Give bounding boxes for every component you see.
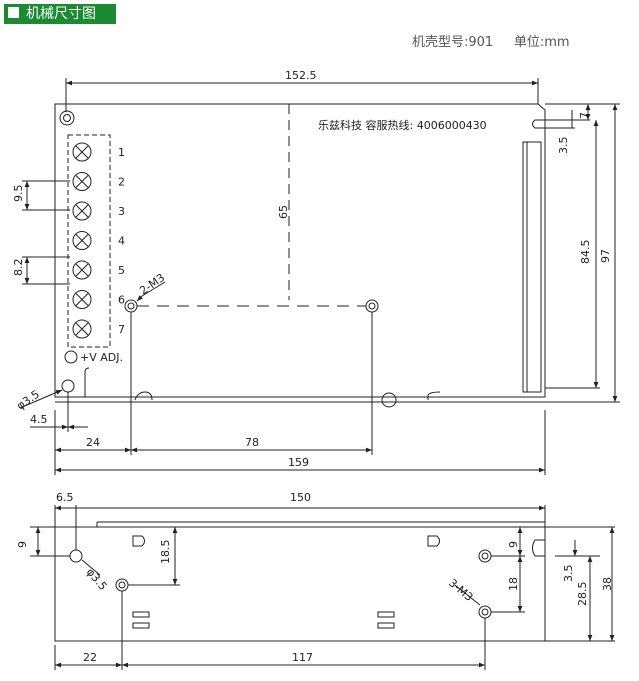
terminal-number: 5 xyxy=(118,264,125,277)
terminal-number: 2 xyxy=(118,176,125,189)
mounting-hole xyxy=(69,549,83,563)
square-icon xyxy=(8,7,19,18)
mounting-hole xyxy=(61,379,75,393)
terminal-number: 7 xyxy=(118,323,125,336)
header-info: 机壳型号:901 单位:mm xyxy=(412,31,570,50)
dia-label-side: φ3.5 xyxy=(84,566,110,593)
side-slot xyxy=(427,535,440,547)
diagram-title: 机械尺寸图 xyxy=(26,6,96,22)
dim-150: 150 xyxy=(290,491,311,504)
case-model-label: 机壳型号:901 xyxy=(412,35,494,50)
terminal-number: 4 xyxy=(118,235,125,248)
side-view xyxy=(30,505,615,670)
mounting-hole xyxy=(124,299,138,313)
terminal-block xyxy=(67,134,111,348)
mounting-rail xyxy=(522,141,542,393)
terminal-screw-icon xyxy=(72,201,92,221)
terminal-number: 3 xyxy=(118,205,125,218)
dim-78: 78 xyxy=(245,436,259,449)
hotline-text: 乐兹科技 容服热线: 4006000430 xyxy=(318,118,487,132)
dim-97: 97 xyxy=(599,249,612,263)
terminal-screw-icon xyxy=(72,290,92,309)
bottom-hole xyxy=(381,392,397,408)
terminal-number: 1 xyxy=(118,146,125,159)
dim-18: 18 xyxy=(507,577,520,591)
dim-height-65: 65 xyxy=(277,205,290,219)
dim-38: 38 xyxy=(601,577,614,591)
vent-slot xyxy=(132,622,150,629)
dim-width-top: 152.5 xyxy=(285,69,317,82)
mounting-hole xyxy=(478,605,492,619)
terminal-number: 6 xyxy=(118,294,125,307)
dim-3-5-side: 3.5 xyxy=(562,565,575,583)
dim-pitch-9-5: 9.5 xyxy=(12,185,25,203)
case-outline xyxy=(54,103,546,398)
bottom-slot xyxy=(134,391,153,401)
top-view xyxy=(19,78,620,475)
dim-9-left: 9 xyxy=(16,541,29,548)
dim-7: 7 xyxy=(578,112,591,119)
dim-6-5: 6.5 xyxy=(56,491,74,504)
side-outline xyxy=(54,526,546,642)
dia-label-top: φ3.5 xyxy=(14,388,42,413)
vent-slot xyxy=(377,622,395,629)
dim-width-159: 159 xyxy=(288,456,309,469)
dim-28-5: 28.5 xyxy=(576,582,589,607)
vent-slot xyxy=(377,611,395,618)
terminal-screw-icon xyxy=(72,260,92,280)
hole-label-2m3: 2-M3 xyxy=(137,271,167,297)
screw-icon xyxy=(59,110,75,126)
unit-label: 单位:mm xyxy=(513,35,570,50)
adjust-screw-icon xyxy=(64,350,78,364)
mounting-slot xyxy=(532,539,545,557)
dim-18-5: 18.5 xyxy=(159,540,172,565)
dim-22: 22 xyxy=(83,651,97,664)
dim-pitch-8-2: 8.2 xyxy=(12,259,25,277)
hole-label-3m3: 3-M3 xyxy=(446,576,475,604)
dim-24: 24 xyxy=(86,436,100,449)
dim-4-5: 4.5 xyxy=(30,413,48,426)
bottom-slot xyxy=(427,391,441,400)
title-bar: 机械尺寸图 xyxy=(4,4,116,24)
terminal-screw-icon xyxy=(72,231,92,250)
dim-117: 117 xyxy=(292,651,313,664)
mounting-hole xyxy=(478,549,492,563)
side-slot xyxy=(132,535,145,547)
dim-84-5: 84.5 xyxy=(579,240,592,265)
vent-slot xyxy=(132,611,150,618)
terminal-screw-icon xyxy=(72,319,92,339)
mounting-slot xyxy=(532,119,545,129)
mounting-hole xyxy=(115,578,129,592)
dim-3-5-top: 3.5 xyxy=(557,137,570,155)
mounting-hole xyxy=(365,299,379,313)
dim-9-right: 9 xyxy=(507,541,520,548)
terminal-numbers: 1 2 3 4 5 6 7 xyxy=(118,146,125,336)
terminal-screw-icon xyxy=(72,172,92,191)
terminal-screws xyxy=(72,142,92,339)
terminal-screw-icon xyxy=(72,142,92,162)
vadj-label: +V ADJ. xyxy=(80,351,123,364)
